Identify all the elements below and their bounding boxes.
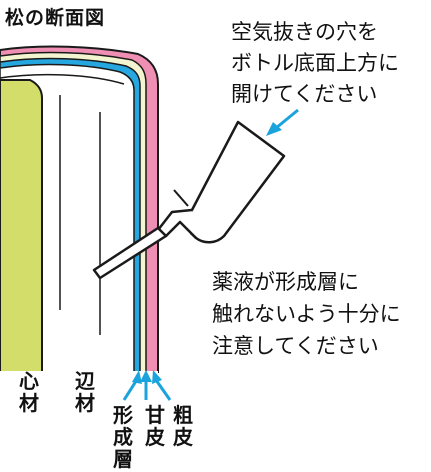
air-hole-note-line: 空気抜きの穴を	[231, 20, 378, 44]
caution-note-line: 薬液が形成層に	[212, 270, 359, 294]
inner-bark-label: 甘皮	[145, 403, 165, 449]
caution-note-line: 触れないよう十分に	[212, 302, 401, 326]
inner-bark-arrow-head	[140, 370, 152, 382]
air-hole-note: 空気抜きの穴を ボトル底面上方に 開けてください	[231, 17, 399, 110]
caution-note-line: 注意してください	[212, 334, 379, 358]
cambium-arrow-head	[132, 370, 142, 384]
air-hole-arrow	[266, 108, 299, 136]
layer-arrows	[122, 370, 172, 401]
air-hole-note-line: ボトル底面上方に	[231, 51, 399, 75]
outer-bark-arrow-head	[152, 370, 162, 384]
bottle-body	[186, 120, 286, 244]
caution-note: 薬液が形成層に 触れないよう十分に 注意してください	[212, 266, 401, 362]
diagram-title: 松の断面図	[5, 7, 106, 29]
bottle-nozzle	[92, 226, 168, 280]
outer-bark-label: 粗皮	[173, 403, 193, 449]
heartwood-label: 心材	[19, 369, 39, 415]
injection-bottle	[92, 120, 286, 280]
air-hole-note-line: 開けてください	[231, 82, 378, 106]
outer-bark-arrow	[154, 379, 172, 401]
heartwood-layer	[0, 79, 43, 373]
cambium-label: 形成層	[113, 403, 133, 471]
nozzle-detail	[173, 189, 189, 207]
sapwood-top-rim	[0, 73, 125, 85]
sapwood-label: 辺材	[75, 369, 95, 415]
